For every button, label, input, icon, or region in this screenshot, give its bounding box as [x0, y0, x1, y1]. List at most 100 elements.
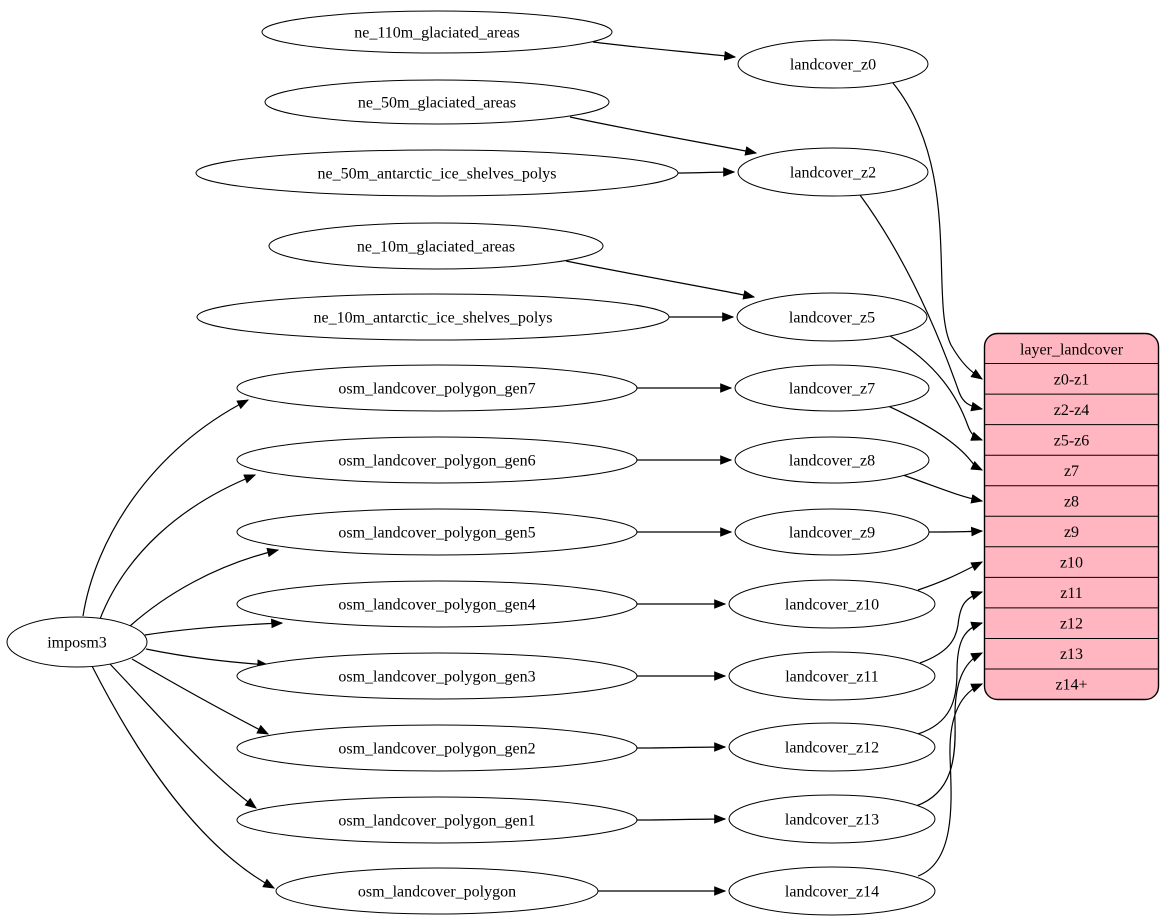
- edge-z12-row: [917, 621, 984, 735]
- node-label: landcover_z0: [790, 57, 876, 74]
- table-row-z9: z9: [1064, 524, 1079, 541]
- node-label: landcover_z9: [789, 525, 875, 542]
- node-shape: [236, 724, 638, 772]
- node-landcover-z14: landcover_z14: [728, 866, 936, 916]
- node-ne-50m-antarctic-ice-shelves-polys: ne_50m_antarctic_ice_shelves_polys: [195, 149, 679, 197]
- node-landcover-z13: landcover_z13: [728, 794, 936, 844]
- node-osm-landcover-polygon-gen3: osm_landcover_polygon_gen3: [236, 652, 638, 700]
- node-osm-landcover-polygon-gen6: osm_landcover_polygon_gen6: [236, 436, 638, 484]
- table-row-z5-z6: z5-z6: [1054, 433, 1090, 450]
- table-row-z14plus: z14+: [1055, 677, 1087, 694]
- node-label: landcover_z12: [785, 740, 879, 757]
- node-label: landcover_z5: [789, 310, 875, 327]
- node-label: ne_10m_antarctic_ice_shelves_polys: [313, 310, 552, 327]
- node-ne-10m-antarctic-ice-shelves-polys: ne_10m_antarctic_ice_shelves_polys: [196, 293, 670, 341]
- edge-imposm3-gen7: [82, 399, 250, 617]
- node-ne-110m-glaciated-areas: ne_110m_glaciated_areas: [261, 10, 613, 54]
- node-label: osm_landcover_polygon_gen2: [338, 741, 535, 758]
- node-shape: [728, 866, 936, 916]
- edge-z7-row: [887, 405, 984, 471]
- node-ne-50m-glaciated-areas: ne_50m_glaciated_areas: [264, 79, 610, 125]
- node-imposm3: imposm3: [6, 616, 148, 668]
- node-shape: [236, 796, 638, 844]
- node-osm-landcover-polygon: osm_landcover_polygon: [275, 867, 599, 915]
- node-shape: [728, 579, 936, 629]
- node-osm-landcover-polygon-gen2: osm_landcover_polygon_gen2: [236, 724, 638, 772]
- edge-imposm3-gen1: [109, 663, 257, 809]
- edge-z9-row: [928, 526, 984, 537]
- node-shape: [737, 147, 929, 197]
- edge-z2-row: [859, 194, 984, 412]
- table-layer-landcover: layer_landcover z0-z1 z2-z4 z5-z6 z7 z8 …: [983, 332, 1160, 701]
- edge-imposm3-gen5: [129, 547, 280, 627]
- node-osm-landcover-polygon-gen7: osm_landcover_polygon_gen7: [236, 364, 638, 412]
- node-landcover-z5: landcover_z5: [736, 292, 928, 342]
- edge-ne10m-glaciated-z5: [565, 260, 756, 300]
- node-ne-10m-glaciated-areas: ne_10m_glaciated_areas: [268, 222, 604, 270]
- node-osm-landcover-polygon-gen5: osm_landcover_polygon_gen5: [236, 508, 638, 556]
- edge-gen2-z12: [636, 742, 727, 752]
- node-shape: [236, 364, 638, 412]
- node-landcover-z12: landcover_z12: [728, 722, 936, 772]
- node-shape: [736, 292, 928, 342]
- edge-imposm3-gen6: [99, 474, 257, 620]
- node-label: osm_landcover_polygon: [358, 884, 516, 901]
- node-label: landcover_z11: [785, 669, 879, 686]
- node-landcover-z2: landcover_z2: [737, 147, 929, 197]
- node-landcover-z0: landcover_z0: [737, 39, 929, 89]
- node-shape: [195, 149, 679, 197]
- node-label: osm_landcover_polygon_gen5: [338, 525, 535, 542]
- node-shape: [734, 364, 930, 412]
- edge-z10-row: [917, 561, 984, 591]
- node-label: osm_landcover_polygon_gen7: [338, 381, 535, 398]
- node-shape: [734, 508, 930, 556]
- node-label: osm_landcover_polygon_gen6: [338, 453, 535, 470]
- node-shape: [268, 222, 604, 270]
- node-shape: [236, 436, 638, 484]
- node-shape: [264, 79, 610, 125]
- edge-imposm3-polygon: [91, 665, 276, 889]
- edge-z5-row: [889, 335, 984, 441]
- edge-imposm3-gen2: [131, 658, 270, 735]
- node-landcover-z8: landcover_z8: [734, 436, 930, 484]
- node-shape: [196, 293, 670, 341]
- edge-ne50m-antarctic-z2: [677, 167, 736, 177]
- node-imposm3-label: imposm3: [47, 635, 107, 652]
- node-landcover-z11: landcover_z11: [728, 651, 936, 701]
- table-row-z8: z8: [1064, 494, 1079, 511]
- node-label: ne_10m_glaciated_areas: [357, 239, 515, 256]
- node-shape: [728, 651, 936, 701]
- node-label: landcover_z13: [785, 812, 879, 829]
- node-label: ne_50m_antarctic_ice_shelves_polys: [317, 166, 556, 183]
- node-landcover-z10: landcover_z10: [728, 579, 936, 629]
- table-row-z11: z11: [1060, 585, 1083, 602]
- node-shape: [261, 10, 613, 54]
- node-label: ne_50m_glaciated_areas: [358, 95, 516, 112]
- table-row-z13: z13: [1060, 646, 1083, 663]
- table-row-z10: z10: [1060, 555, 1083, 572]
- edge-z13-row: [915, 652, 984, 807]
- node-landcover-z9: landcover_z9: [734, 508, 930, 556]
- edge-z8-row: [902, 474, 984, 504]
- node-osm-landcover-polygon-gen1: osm_landcover_polygon_gen1: [236, 796, 638, 844]
- node-label: osm_landcover_polygon_gen3: [338, 669, 535, 686]
- node-label: osm_landcover_polygon_gen1: [338, 813, 535, 830]
- table-row-z2-z4: z2-z4: [1054, 402, 1090, 419]
- node-landcover-z7: landcover_z7: [734, 364, 930, 412]
- node-shape: [275, 867, 599, 915]
- node-label: osm_landcover_polygon_gen4: [338, 597, 535, 614]
- node-label: landcover_z7: [789, 381, 875, 398]
- edge-ne50m-glaciated-z2: [569, 116, 758, 156]
- table-title: layer_landcover: [1020, 342, 1124, 359]
- edge-z14-row: [917, 683, 984, 877]
- edge-z11-row: [919, 590, 984, 664]
- edge-z0-row: [892, 82, 983, 380]
- node-label: landcover_z14: [785, 884, 879, 901]
- node-osm-landcover-polygon-gen4: osm_landcover_polygon_gen4: [236, 580, 638, 628]
- node-label: landcover_z8: [789, 453, 875, 470]
- table-row-z0-z1: z0-z1: [1054, 372, 1090, 389]
- node-shape: [236, 652, 638, 700]
- edge-imposm3-gen3: [145, 648, 270, 669]
- edge-imposm3-gen4: [144, 618, 284, 636]
